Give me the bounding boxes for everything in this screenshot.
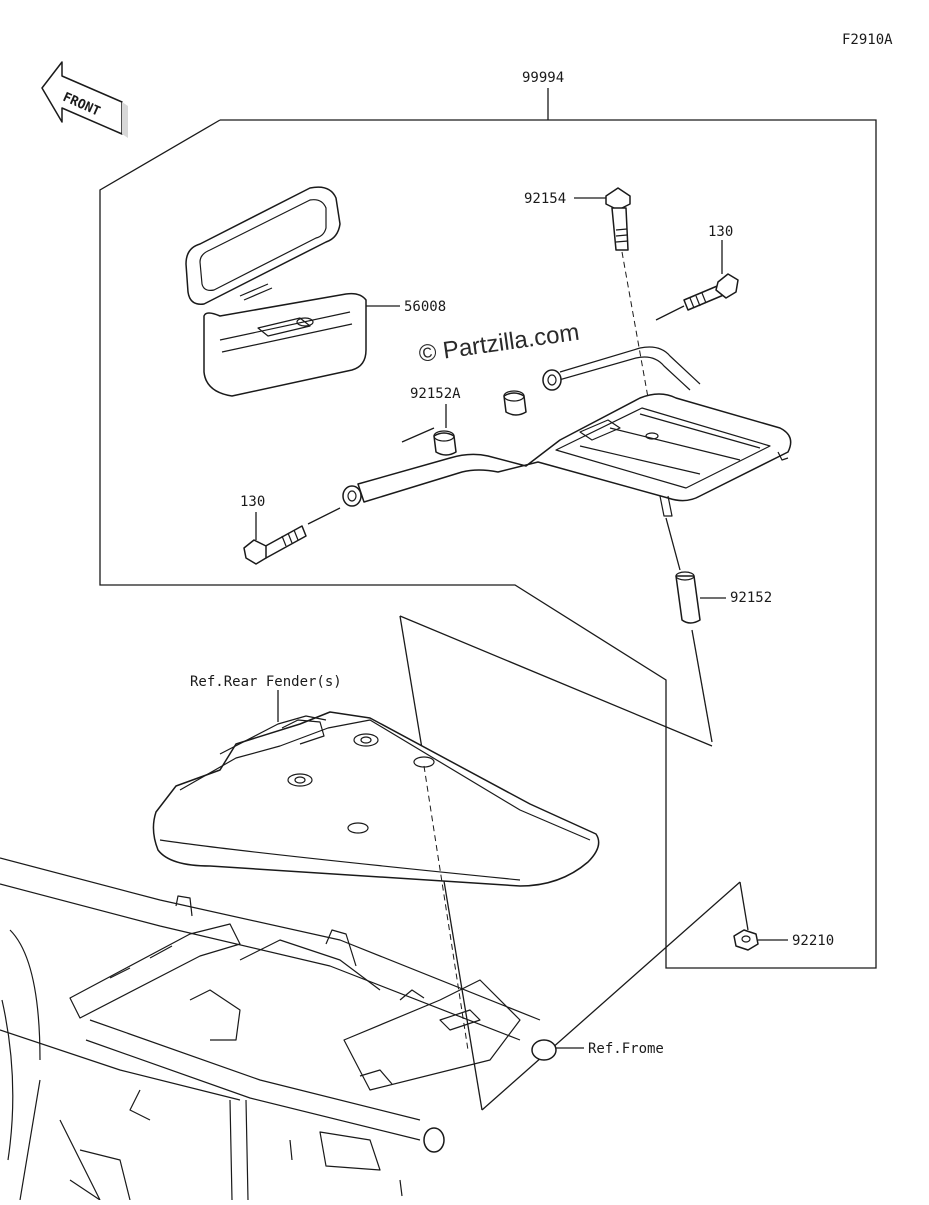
figure-code: F2910A	[842, 32, 893, 48]
callout-92210: 92210	[792, 933, 834, 949]
collar-upper-part	[542, 369, 562, 391]
assembly-boundary	[99, 88, 877, 969]
collar-92152-part	[675, 571, 701, 624]
callout-130-right: 130	[708, 224, 733, 240]
callout-92152a: 92152A	[410, 386, 461, 402]
callout-92154: 92154	[524, 191, 566, 207]
watermark: © Partzilla.com	[417, 319, 581, 368]
ref-frame-label: Ref.Frome	[588, 1041, 664, 1057]
frame-part	[0, 857, 557, 1201]
collar-front-left-part	[342, 485, 362, 507]
front-arrow-icon: FRONT	[41, 61, 128, 138]
top-case-part	[185, 186, 367, 397]
bolt-130-right-part	[683, 273, 739, 311]
bolt-130-left-part	[243, 525, 307, 565]
collar-92152a-part	[433, 430, 457, 456]
callout-56008: 56008	[404, 299, 446, 315]
callout-92152: 92152	[730, 590, 772, 606]
carrier-rack-part	[357, 346, 792, 517]
rear-fender-part	[152, 711, 600, 887]
bolt-92154-part	[605, 187, 631, 251]
ref-rear-fender-label: Ref.Rear Fender(s)	[190, 674, 342, 690]
collar-rear-part	[503, 390, 527, 416]
callout-99994: 99994	[522, 70, 564, 86]
nut-92210-part	[733, 929, 759, 951]
callout-130-left: 130	[240, 494, 265, 510]
